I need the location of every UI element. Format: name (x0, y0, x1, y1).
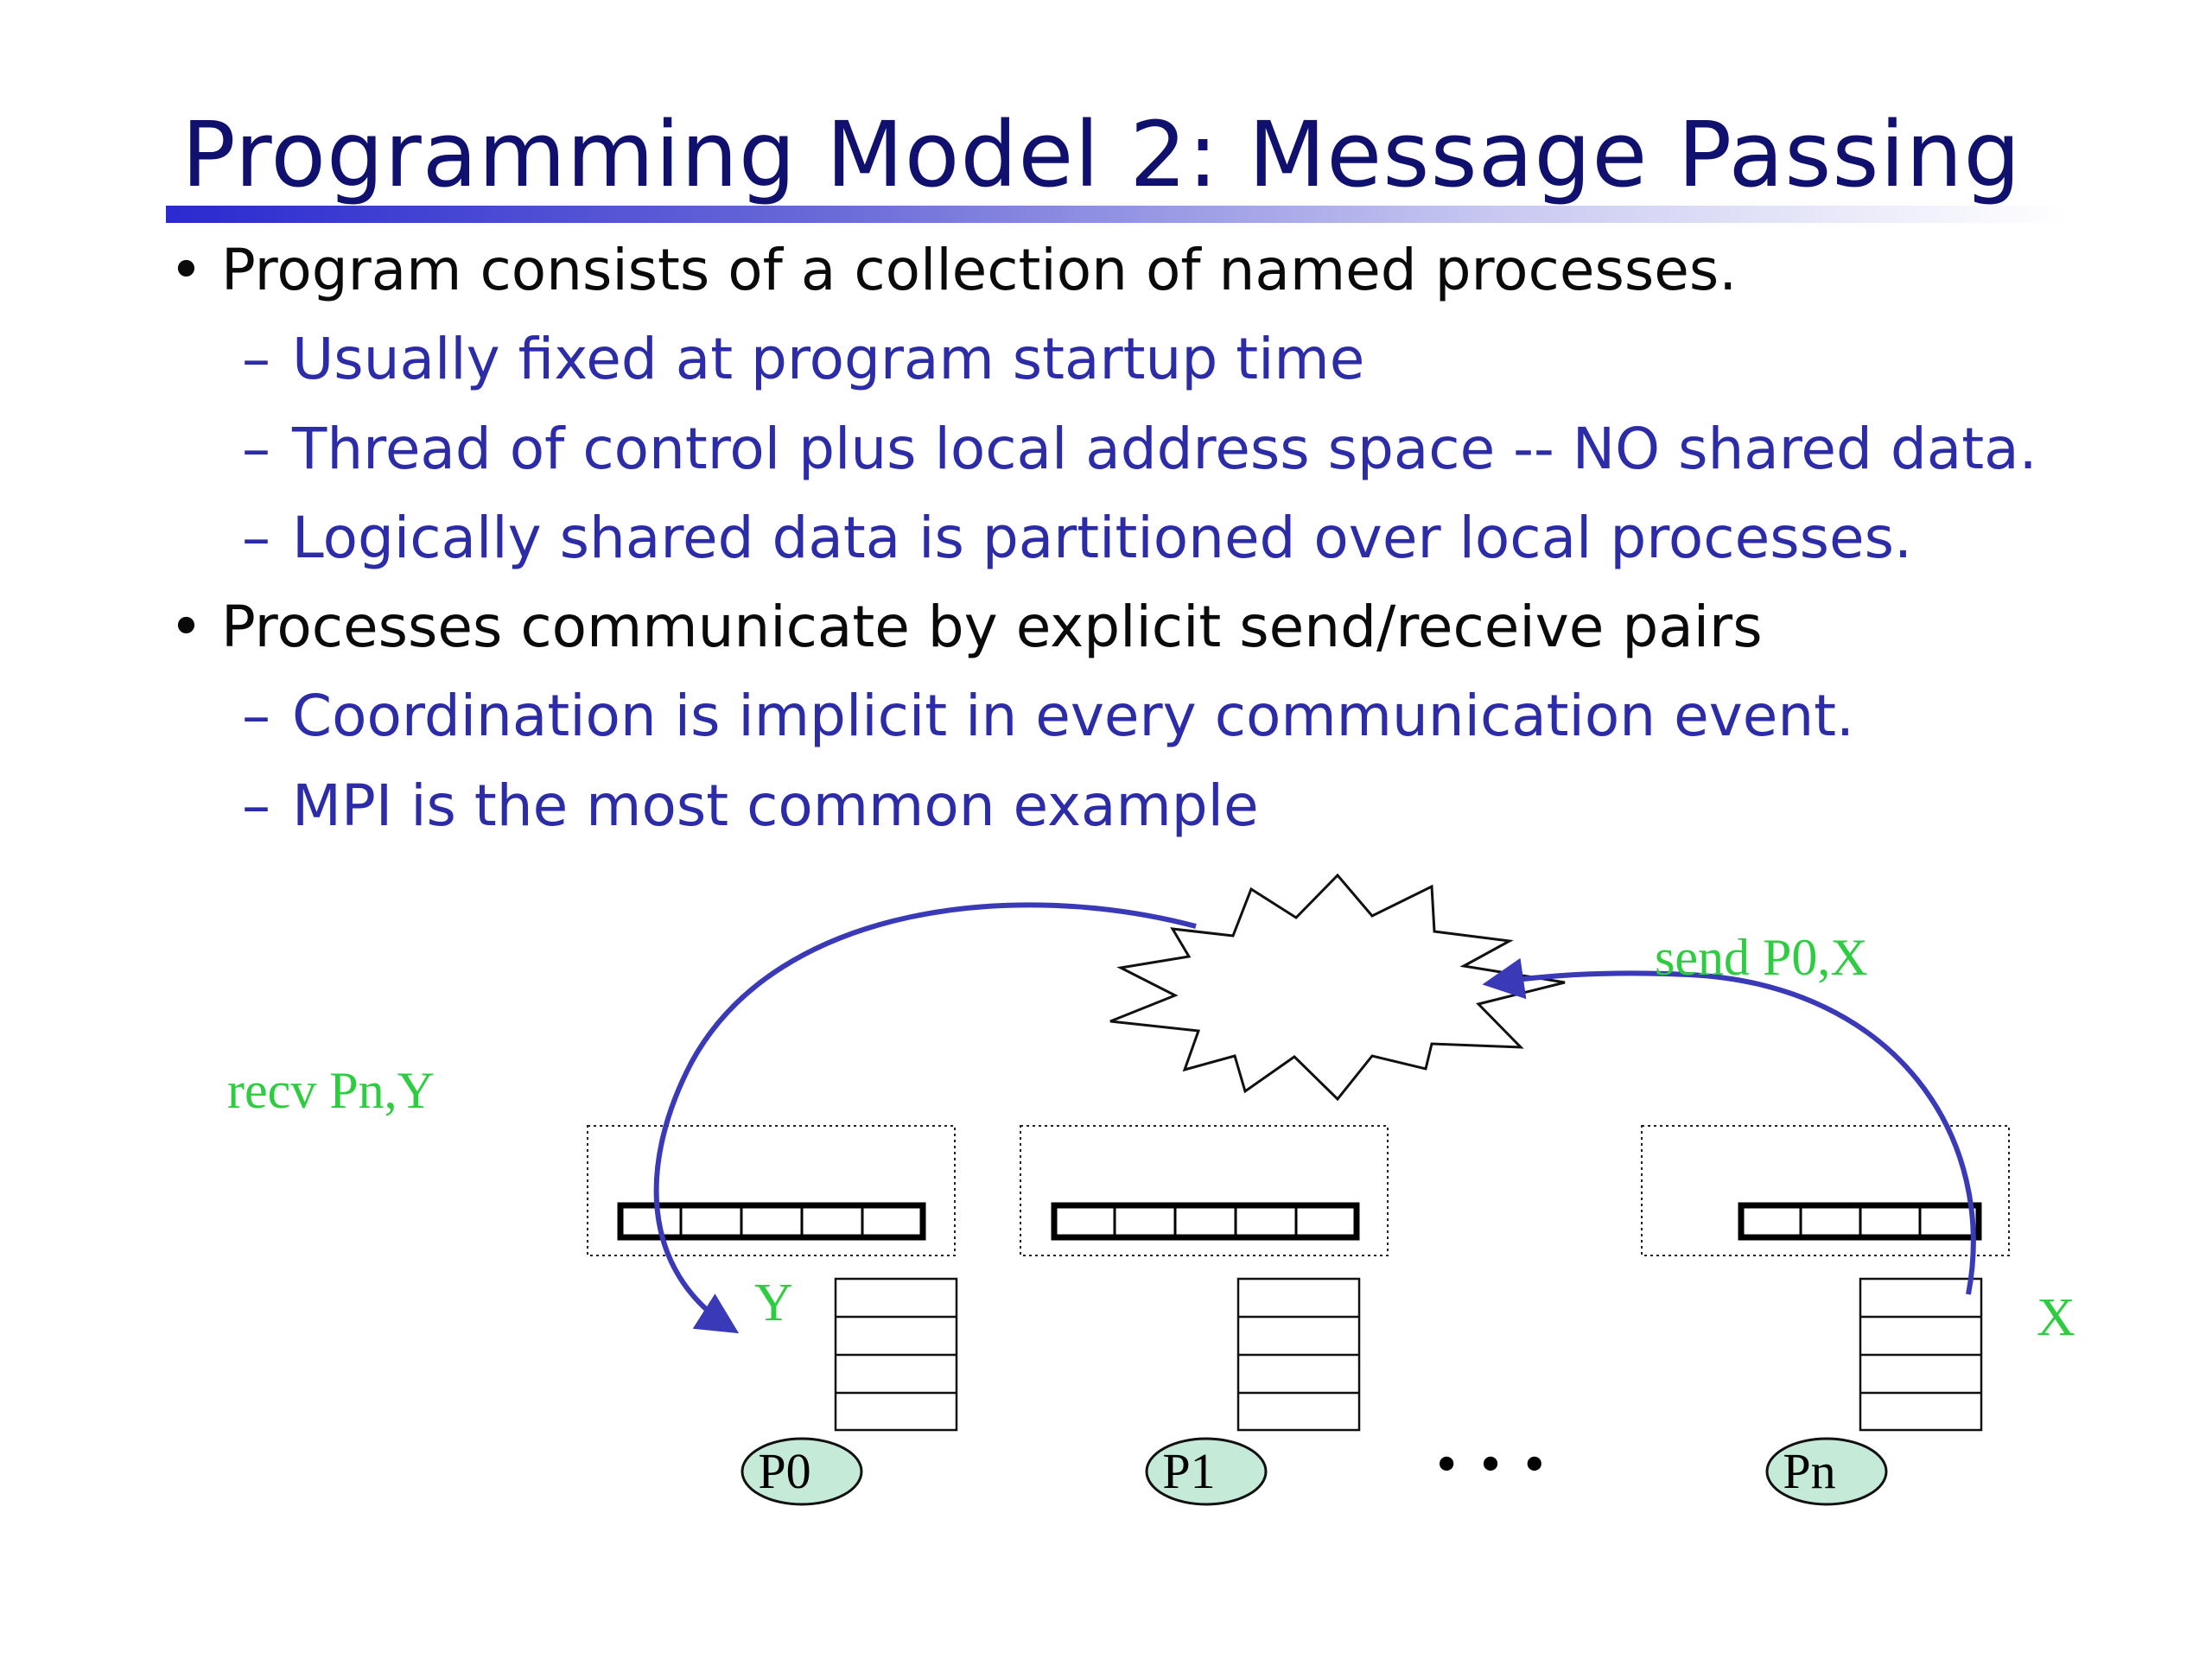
subbullet-1: –Usually fixed at program startup time (242, 331, 1364, 388)
process-pn-label: Pn (1783, 1443, 1835, 1499)
more-processes-ellipsis: • • • (1433, 1438, 1549, 1494)
p1-memory-region (1020, 1125, 1389, 1256)
subbullet-text: Logically shared data is partitioned ove… (292, 505, 1912, 571)
subbullet-marker: – (242, 505, 270, 571)
subbullet-text: MPI is the most common example (292, 772, 1259, 839)
bullet-marker: • (169, 594, 203, 660)
bullet-text: Program consists of a collection of name… (221, 237, 1738, 303)
bullet-text: Processes communicate by explicit send/r… (221, 594, 1763, 660)
p1-private-stack (1236, 1277, 1361, 1432)
subbullet-marker: – (242, 416, 270, 482)
subbullet-marker: – (242, 326, 270, 392)
subbullet-marker: – (242, 772, 270, 839)
subbullet-text: Coordination is implicit in every commun… (292, 683, 1855, 749)
variable-x-label: X (2037, 1288, 2075, 1347)
subbullet-text: Usually fixed at program startup time (292, 326, 1365, 392)
pn-private-stack (1859, 1277, 1983, 1432)
recv-label: recv Pn,Y (227, 1062, 435, 1119)
subbullet-text: Thread of control plus local address spa… (292, 416, 2037, 482)
p0-private-stack (834, 1277, 958, 1432)
subbullet-4: –Coordination is implicit in every commu… (242, 688, 1854, 745)
recv-arrow (653, 902, 1197, 1334)
process-p0-label: P0 (758, 1443, 810, 1499)
process-p0-node (741, 1437, 863, 1506)
send-label: send P0,X (1655, 929, 1868, 986)
process-p1-node (1145, 1437, 1268, 1506)
subbullet-3: –Logically shared data is partitioned ov… (242, 510, 1912, 567)
process-pn-node (1765, 1437, 1888, 1506)
title-underline-bar (166, 206, 2067, 223)
subbullet-5: –MPI is the most common example (242, 778, 1259, 835)
send-arrow (1482, 957, 1976, 1295)
network-burst-shape (1109, 873, 1566, 1102)
process-p1-label: P1 (1162, 1443, 1215, 1499)
p0-local-array (617, 1202, 926, 1241)
slide-title: Programming Model 2: Message Passing (181, 102, 2022, 207)
bullet-2: •Processes communicate by explicit send/… (169, 599, 1763, 656)
bullet-1: •Program consists of a collection of nam… (169, 242, 1737, 299)
pn-memory-region (1641, 1125, 2010, 1256)
p0-memory-region (587, 1125, 956, 1256)
subbullet-marker: – (242, 683, 270, 749)
subbullet-2: –Thread of control plus local address sp… (242, 421, 2037, 478)
variable-y-label: Y (754, 1274, 793, 1332)
p1-local-array (1051, 1202, 1360, 1241)
bullet-marker: • (169, 237, 203, 303)
